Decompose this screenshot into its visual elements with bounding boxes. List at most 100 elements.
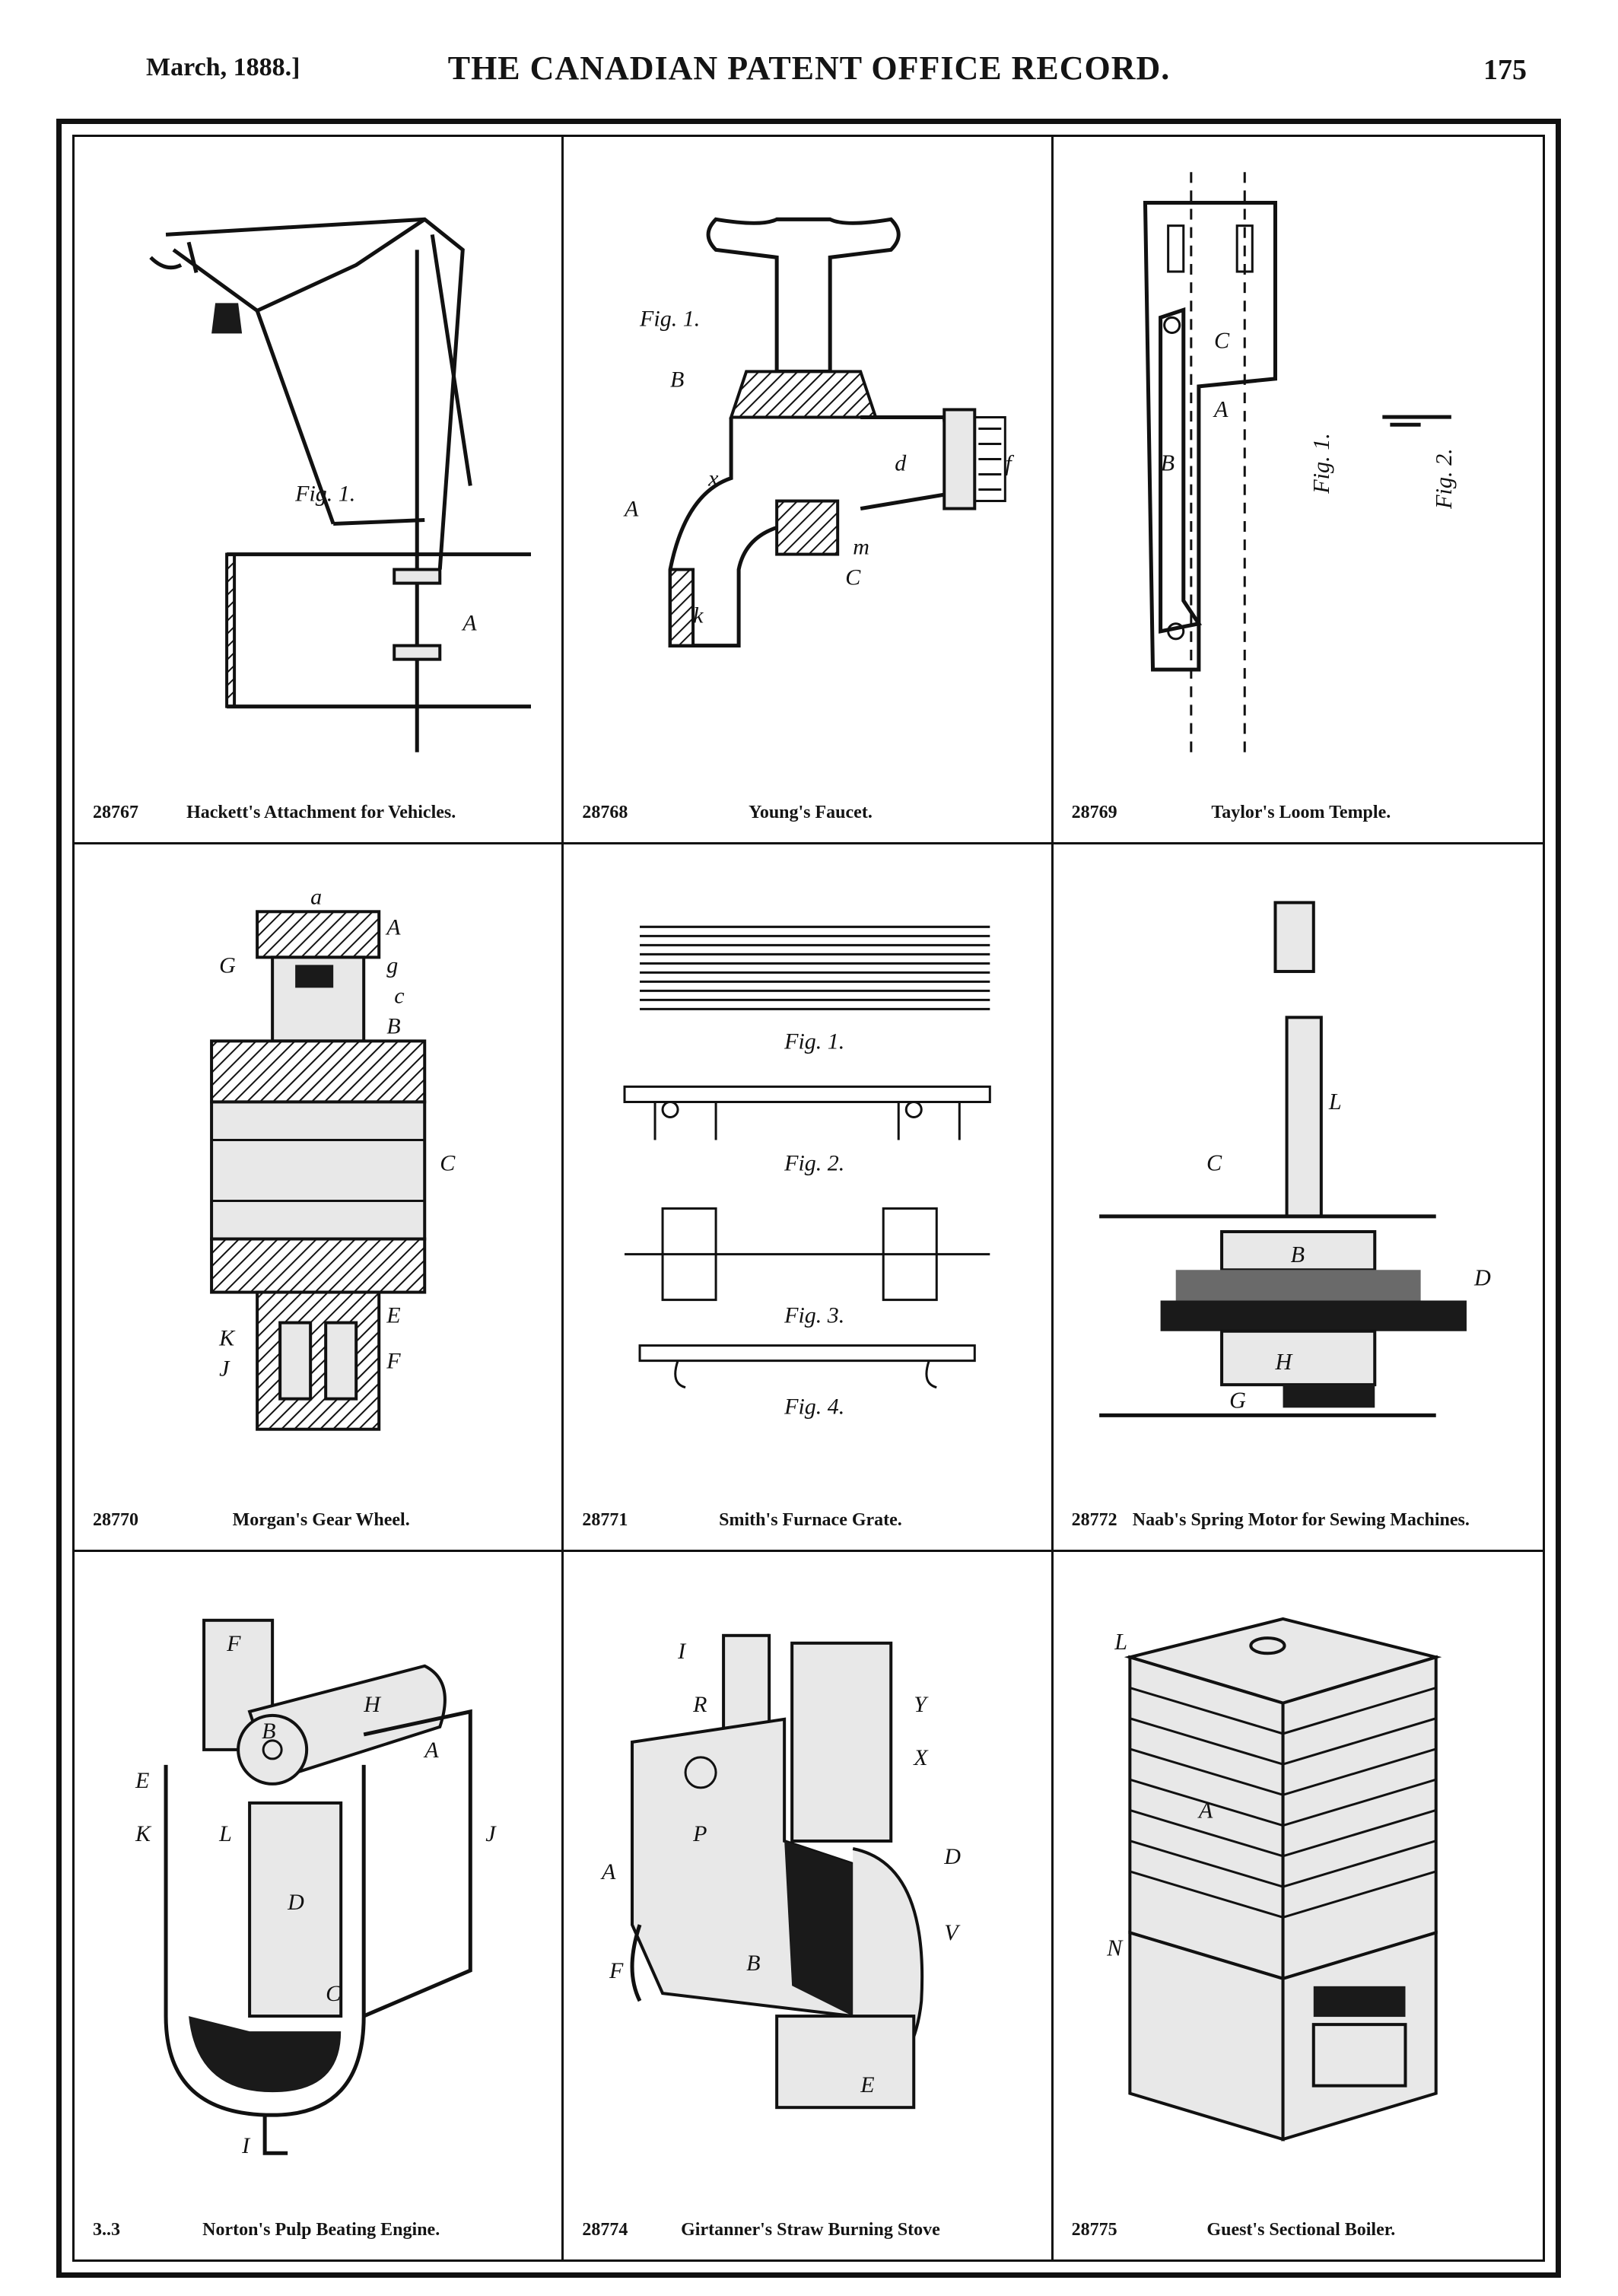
girtanner-ref-y: Y [914,1692,930,1717]
taylor-ref-a: A [1213,396,1229,422]
norton-ref-h: H [363,1692,382,1717]
guest-ref-l: L [1114,1629,1127,1655]
patent-caption: 3..3 Norton's Pulp Beating Engine. [93,2215,549,2246]
girtanner-ref-b: B [746,1951,760,1976]
hackett-drawing: Fig. 1. A [149,217,532,752]
morgan-ref-k: K [218,1326,236,1351]
norton-drawing: F H B E K L A J D C I [135,1618,497,2158]
patent-cell-taylor: Fig. 1. Fig. 2. B C A 28769 Taylor's Loo… [1053,137,1543,844]
patent-cell-morgan: a A G g c B C E K J F 28770 Morgan's Gea… [75,844,564,1552]
patent-cell-norton: F H B E K L A J D C I 3..3 Norton's Pulp… [75,1552,564,2259]
patent-cell-smith: Fig. 1. Fig. 2. Fig. 3. Fig. 4. 28771 Sm… [564,844,1054,1552]
young-fig-label: Fig. 1. [639,306,700,331]
young-ref-f: f [1006,451,1015,476]
morgan-ref-b: B [386,1013,400,1038]
patent-number: 28770 [93,1510,138,1530]
young-ref-b: B [670,367,684,392]
girtanner-ref-p: P [692,1821,707,1846]
patent-title: Morgan's Gear Wheel. [232,1510,410,1530]
morgan-drawing: a A G g c B C E K J F [210,884,456,1431]
norton-ref-b: B [262,1719,275,1744]
patent-caption: 28768 Young's Faucet. [582,798,1038,828]
young-ref-c: C [846,565,862,590]
norton-ref-j: J [485,1821,497,1846]
norton-ref-e: E [135,1768,149,1793]
girtanner-ref-i: I [677,1639,687,1664]
patent-caption: 28772 Naab's Spring Motor for Sewing Mac… [1072,1506,1531,1536]
patent-number: 28771 [582,1510,628,1530]
norton-ref-c: C [326,1981,342,2006]
young-drawing: Fig. 1. B A d f k C m x [623,217,1015,648]
patent-caption: 28770 Morgan's Gear Wheel. [93,1506,549,1536]
morgan-ref-c-cap: C [440,1151,456,1176]
morgan-ref-a: A [385,914,401,940]
naab-ref-h: H [1274,1349,1293,1375]
young-ref-k: k [693,603,704,628]
morgan-ref-g-cap: G [219,952,236,978]
patent-title: Taylor's Loom Temple. [1211,803,1391,822]
patent-number: 28767 [93,803,138,822]
patent-cell-girtanner: I R Y X P A D B V F E 28774 Girtanner's … [564,1552,1054,2259]
patent-cell-hackett: Fig. 1. A 28767 Hackett's Attachment for… [75,137,564,844]
patent-cell-guest: L A N 28775 Guest's Sectional Boiler. [1054,1552,1543,2259]
girtanner-ref-v: V [945,1920,962,1945]
taylor-fig1-label: Fig. 1. [1308,433,1334,494]
patent-caption: 28771 Smith's Furnace Grate. [582,1506,1038,1536]
norton-ref-k: K [135,1821,152,1846]
patent-caption: 28767 Hackett's Attachment for Vehicles. [93,798,549,828]
norton-ref-l: L [218,1821,232,1846]
taylor-fig2-label: Fig. 2. [1431,448,1457,510]
taylor-ref-b: B [1160,450,1174,476]
patent-title: Smith's Furnace Grate. [719,1510,902,1530]
patent-caption: 28775 Guest's Sectional Boiler. [1072,2215,1531,2246]
guest-ref-n: N [1106,1935,1124,1961]
young-ref-x: x [707,466,719,491]
patent-title: Young's Faucet. [749,803,873,822]
morgan-ref-e: E [386,1303,400,1328]
patent-title: Girtanner's Straw Burning Stove [681,2220,940,2240]
naab-drawing: L C B H D G [1098,901,1491,1417]
patent-grid: Fig. 1. A 28767 Hackett's Attachment for… [75,137,1543,2259]
girtanner-ref-d: D [944,1844,962,1869]
girtanner-ref-x: X [914,1745,930,1770]
patent-cell-young: Fig. 1. B A d f k C m x 28768 Young's Fa… [564,137,1054,844]
smith-drawing: Fig. 1. Fig. 2. Fig. 3. Fig. 4. [623,925,992,1420]
patent-number: 3..3 [93,2220,120,2240]
patent-frame-inner: Fig. 1. A 28767 Hackett's Attachment for… [72,135,1545,2262]
hackett-ref-a: A [461,611,477,636]
smith-fig3-label: Fig. 3. [784,1303,844,1328]
patent-caption: 28769 Taylor's Loom Temple. [1072,798,1531,828]
patent-number: 28775 [1071,2220,1117,2240]
patent-number: 28774 [582,2220,628,2240]
smith-fig2-label: Fig. 2. [784,1151,844,1176]
young-ref-m: m [854,535,870,560]
patent-frame: Fig. 1. A 28767 Hackett's Attachment for… [56,119,1561,2278]
patent-title: Guest's Sectional Boiler. [1206,2220,1396,2240]
patent-number: 28772 [1071,1510,1117,1530]
girtanner-ref-f: F [609,1958,624,1983]
smith-fig4-label: Fig. 4. [784,1394,844,1420]
guest-ref-a: A [1197,1798,1213,1824]
header-title: THE CANADIAN PATENT OFFICE RECORD. [447,49,1171,87]
patent-number: 28768 [582,803,628,822]
norton-ref-i: I [241,2133,251,2158]
patent-cell-naab: L C B H D G 28772 Naab's Spring Motor fo… [1053,844,1543,1552]
patent-caption: 28774 Girtanner's Straw Burning Stove [582,2215,1038,2246]
naab-ref-l: L [1328,1089,1342,1115]
morgan-ref-a-top: a [310,884,322,909]
patent-title: Hackett's Attachment for Vehicles. [186,803,456,822]
taylor-drawing: Fig. 1. Fig. 2. B C A [1143,172,1457,754]
young-ref-a: A [623,497,639,522]
page-header: March, 1888.] THE CANADIAN PATENT OFFICE… [0,0,1618,114]
morgan-ref-c: c [394,983,404,1008]
patent-title: Norton's Pulp Beating Engine. [202,2220,440,2240]
norton-ref-a: A [423,1738,439,1763]
young-ref-d: d [895,451,908,476]
page-number: 175 [1483,54,1527,86]
morgan-ref-g: g [386,952,398,978]
header-date: March, 1888.] [146,53,300,81]
smith-fig1-label: Fig. 1. [784,1029,844,1054]
patent-title: Naab's Spring Motor for Sewing Machines. [1132,1510,1470,1530]
morgan-ref-f: F [386,1349,401,1374]
naab-ref-g: G [1229,1387,1246,1413]
